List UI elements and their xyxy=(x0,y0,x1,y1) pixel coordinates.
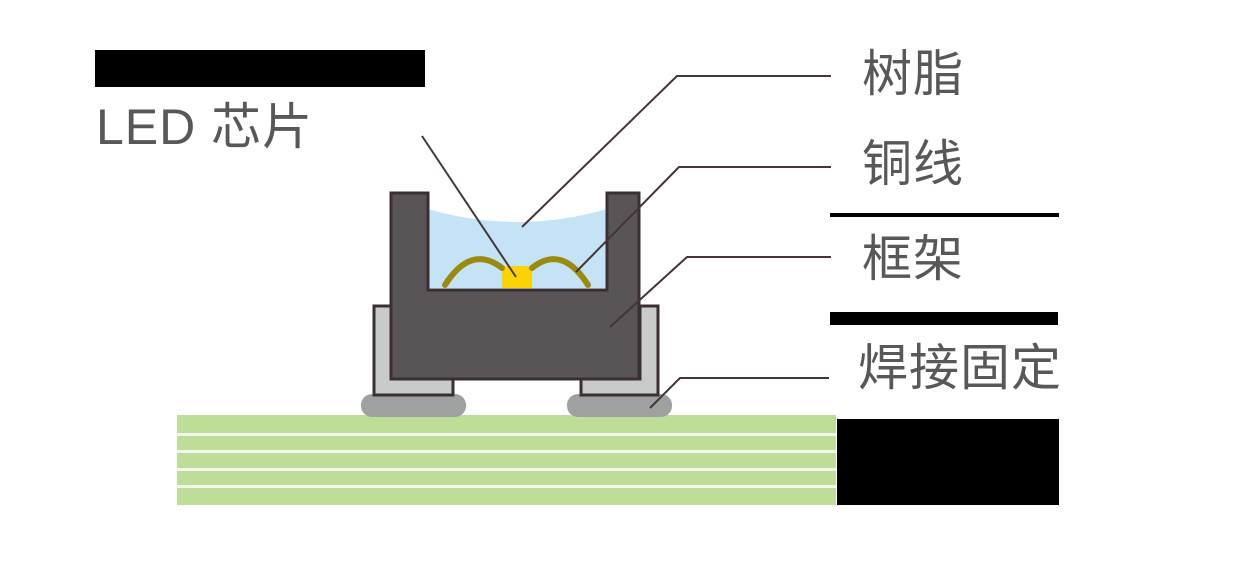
resin-fill xyxy=(428,209,607,288)
pointer-led-chip xyxy=(421,135,517,278)
solder-right xyxy=(567,394,672,417)
pointer-resin xyxy=(521,75,831,228)
bond-wire-right xyxy=(529,256,591,288)
solder-fix-label: 焊接固定 xyxy=(858,340,1062,396)
bottom-right-black-block xyxy=(837,419,1059,505)
board-stripe xyxy=(177,468,836,471)
pointer-copper-wire xyxy=(575,166,831,273)
bond-wire-left xyxy=(442,256,505,288)
divider-line-1 xyxy=(830,213,1059,217)
led-die xyxy=(502,266,532,288)
solder-left xyxy=(361,394,466,417)
frame-label: 框架 xyxy=(862,231,964,287)
led-chip-label: LED 芯片 xyxy=(96,99,314,155)
board-stripe xyxy=(177,450,836,453)
resin-label: 树脂 xyxy=(862,46,964,102)
pointer-frame xyxy=(609,256,831,328)
divider-line-2 xyxy=(830,312,1058,325)
circuit-board xyxy=(177,415,836,505)
board-stripe xyxy=(177,485,836,488)
copper-wire-label: 铜线 xyxy=(862,136,964,192)
board-stripe xyxy=(177,433,836,436)
frame-cup xyxy=(389,191,641,381)
top-black-bar xyxy=(95,50,425,87)
pointer-solder xyxy=(649,377,829,409)
